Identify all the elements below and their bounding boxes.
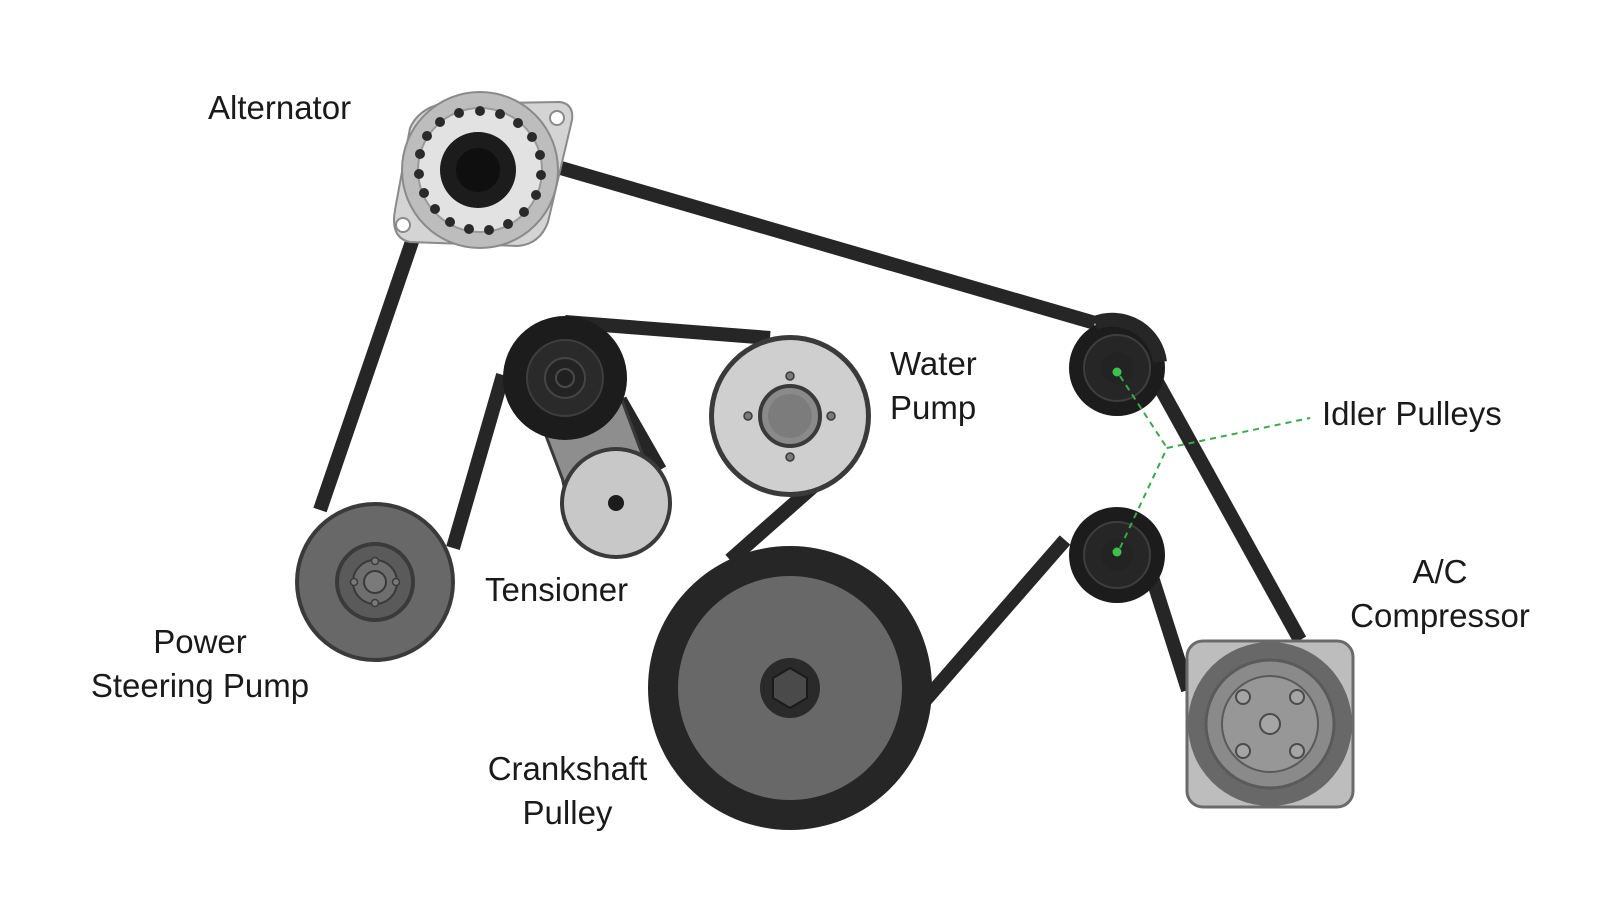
label-ac-line2: Compressor: [1350, 597, 1530, 634]
water-pump: [709, 335, 871, 497]
power-steering-bolt-top: [370, 556, 380, 566]
belt-wrap-segments: [1092, 312, 1167, 364]
label-idler-pulleys-text: Idler Pulleys: [1322, 395, 1502, 432]
idler-pulley-lower: [1069, 507, 1165, 603]
water-pump-bolt-right: [826, 411, 836, 421]
power-steering-bolt-left: [349, 577, 359, 587]
label-power-steering-line2: Steering Pump: [90, 667, 310, 704]
label-idler-pulleys: Idler Pulleys: [1322, 392, 1502, 436]
ac-compressor-bolt-2: [1289, 689, 1305, 705]
water-pump-bolt-bottom: [785, 452, 795, 462]
idler-upper-marker: [1112, 367, 1122, 377]
alternator-mount-hole-bottom: [395, 217, 411, 233]
tensioner: [503, 316, 672, 559]
ac-compressor: [1185, 639, 1355, 809]
label-alternator-text: Alternator: [208, 89, 352, 126]
label-crankshaft-line2: Pulley: [522, 794, 613, 831]
label-water-pump-line2: Pump: [890, 389, 977, 426]
power-steering-bolt-right: [391, 577, 401, 587]
belt-tensioner-to-water-pump: [564, 315, 771, 345]
label-power-steering-pump: Power Steering Pump: [62, 620, 338, 708]
belt-upper-idler-to-ac: [1138, 356, 1307, 644]
power-steering-center: [363, 570, 387, 594]
water-pump-bolt-left: [743, 411, 753, 421]
tensioner-base-center: [608, 495, 624, 511]
label-ac-line1: A/C: [1412, 553, 1468, 590]
label-alternator: Alternator: [208, 86, 351, 130]
ac-compressor-center: [1259, 713, 1281, 735]
crankshaft-hex-bolt: [772, 666, 808, 710]
power-steering-pump: [295, 502, 455, 662]
belt-wrap-upper-idler: [1092, 312, 1167, 364]
alternator-pulley-hub: [456, 148, 500, 192]
alternator-mount-hole-top: [549, 110, 565, 126]
power-steering-bolt-bottom: [370, 598, 380, 608]
label-ac-compressor: A/C Compressor: [1320, 550, 1560, 638]
tensioner-pulley-center: [555, 368, 575, 388]
label-crankshaft-pulley: Crankshaft Pulley: [455, 747, 680, 835]
idler-pulleys-leader: [1119, 375, 1311, 549]
idler-pulley-upper: [1069, 320, 1165, 416]
alternator-vent-slots: [414, 106, 546, 235]
water-pump-hub: [768, 394, 812, 438]
label-tensioner: Tensioner: [485, 568, 628, 612]
belt-power-steering-to-tensioner: [446, 373, 510, 550]
alternator: [393, 91, 574, 249]
ac-compressor-bolt-1: [1235, 689, 1251, 705]
label-tensioner-text: Tensioner: [485, 571, 629, 608]
belt-water-pump-to-crankshaft: [725, 479, 820, 566]
ac-compressor-bolt-3: [1235, 743, 1251, 759]
label-water-pump: Water Pump: [890, 342, 977, 430]
belt-crankshaft-to-lower-idler: [902, 535, 1071, 725]
label-crankshaft-line1: Crankshaft: [487, 750, 648, 787]
idler-lower-marker: [1112, 547, 1122, 557]
water-pump-bolt-top: [785, 371, 795, 381]
ac-compressor-bolt-4: [1289, 743, 1305, 759]
label-power-steering-line1: Power: [153, 623, 247, 660]
crankshaft-pulley: [648, 546, 932, 830]
label-water-pump-line1: Water: [890, 345, 977, 382]
belt-alternator-to-upper-idler: [476, 137, 1097, 330]
